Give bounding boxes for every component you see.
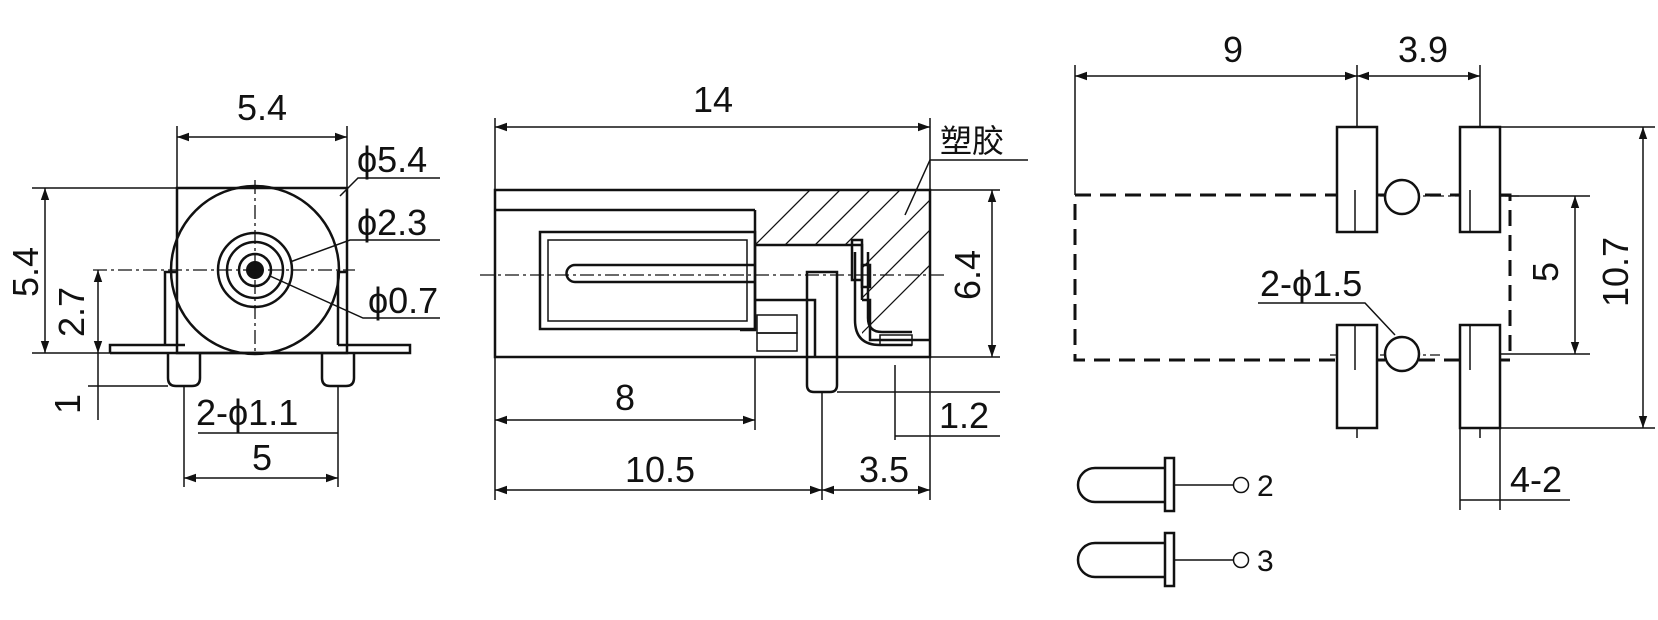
side-body — [493, 188, 932, 394]
front-pin-diameter-label: ϕ0.7 — [368, 280, 438, 321]
pcb-span-left-label: 9 — [1223, 29, 1243, 70]
front-outer-diameter-label: ϕ5.4 — [357, 139, 427, 180]
side-material-label: 塑胶 — [940, 122, 1004, 160]
side-length-label: 14 — [693, 79, 733, 120]
side-dimension-lines — [494, 118, 1028, 500]
front-centerlines — [93, 180, 355, 355]
pin-legend-item: 3 — [1076, 531, 1274, 588]
pcb-hole-spacing-label: 5 — [1525, 262, 1566, 282]
pcb-total-height-label: 10.7 — [1595, 237, 1636, 307]
side-pin-to-end-label: 3.5 — [859, 449, 909, 490]
front-labels: 5.4 5.4 2.7 ϕ5.4 ϕ2.3 ϕ0.7 1 2-ϕ1.1 5 — [5, 87, 438, 478]
side-height-label: 6.4 — [947, 250, 988, 300]
side-pin-offset-label: 1.2 — [939, 395, 989, 436]
side-pin-position-label: 10.5 — [625, 449, 695, 490]
side-inner-length-label: 8 — [615, 377, 635, 418]
front-dimension-lines — [32, 126, 440, 487]
pcb-holes — [1383, 178, 1421, 373]
pcb-labels: 9 3.9 5 10.7 2-ϕ1.5 4-2 — [1223, 29, 1636, 500]
pcb-pads — [1335, 125, 1502, 438]
front-height-label: 5.4 — [5, 247, 46, 297]
pin-legend: 2 3 — [1076, 456, 1274, 588]
pin-number-label: 3 — [1257, 545, 1274, 578]
front-leg-spacing-label: 5 — [252, 437, 272, 478]
front-width-label: 5.4 — [237, 87, 287, 128]
front-leg-holes-label: 2-ϕ1.1 — [196, 392, 298, 433]
side-labels: 14 塑胶 6.4 8 1.2 10.5 3.5 — [615, 79, 1004, 490]
front-center-height-label: 2.7 — [51, 287, 92, 337]
pcb-pad-width-label: 4-2 — [1510, 459, 1562, 500]
pcb-layout-view: 9 3.9 5 10.7 2-ϕ1.5 4-2 — [1073, 29, 1655, 510]
pin-number-label: 2 — [1257, 470, 1274, 503]
pin-symbol — [1076, 541, 1165, 579]
side-hatching — [495, 190, 930, 346]
pin-symbol — [1076, 466, 1165, 504]
front-leg-height-label: 1 — [47, 394, 88, 414]
pcb-hole-callout-label: 2-ϕ1.5 — [1260, 263, 1362, 304]
pcb-dimension-lines — [1074, 65, 1655, 510]
front-mid-diameter-label: ϕ2.3 — [357, 202, 427, 243]
side-view: 14 塑胶 6.4 8 1.2 10.5 3.5 — [480, 79, 1028, 500]
pin-legend-item: 2 — [1076, 456, 1274, 513]
pcb-span-right-label: 3.9 — [1398, 29, 1448, 70]
front-view: 5.4 5.4 2.7 ϕ5.4 ϕ2.3 ϕ0.7 1 2-ϕ1.1 5 — [5, 87, 440, 487]
